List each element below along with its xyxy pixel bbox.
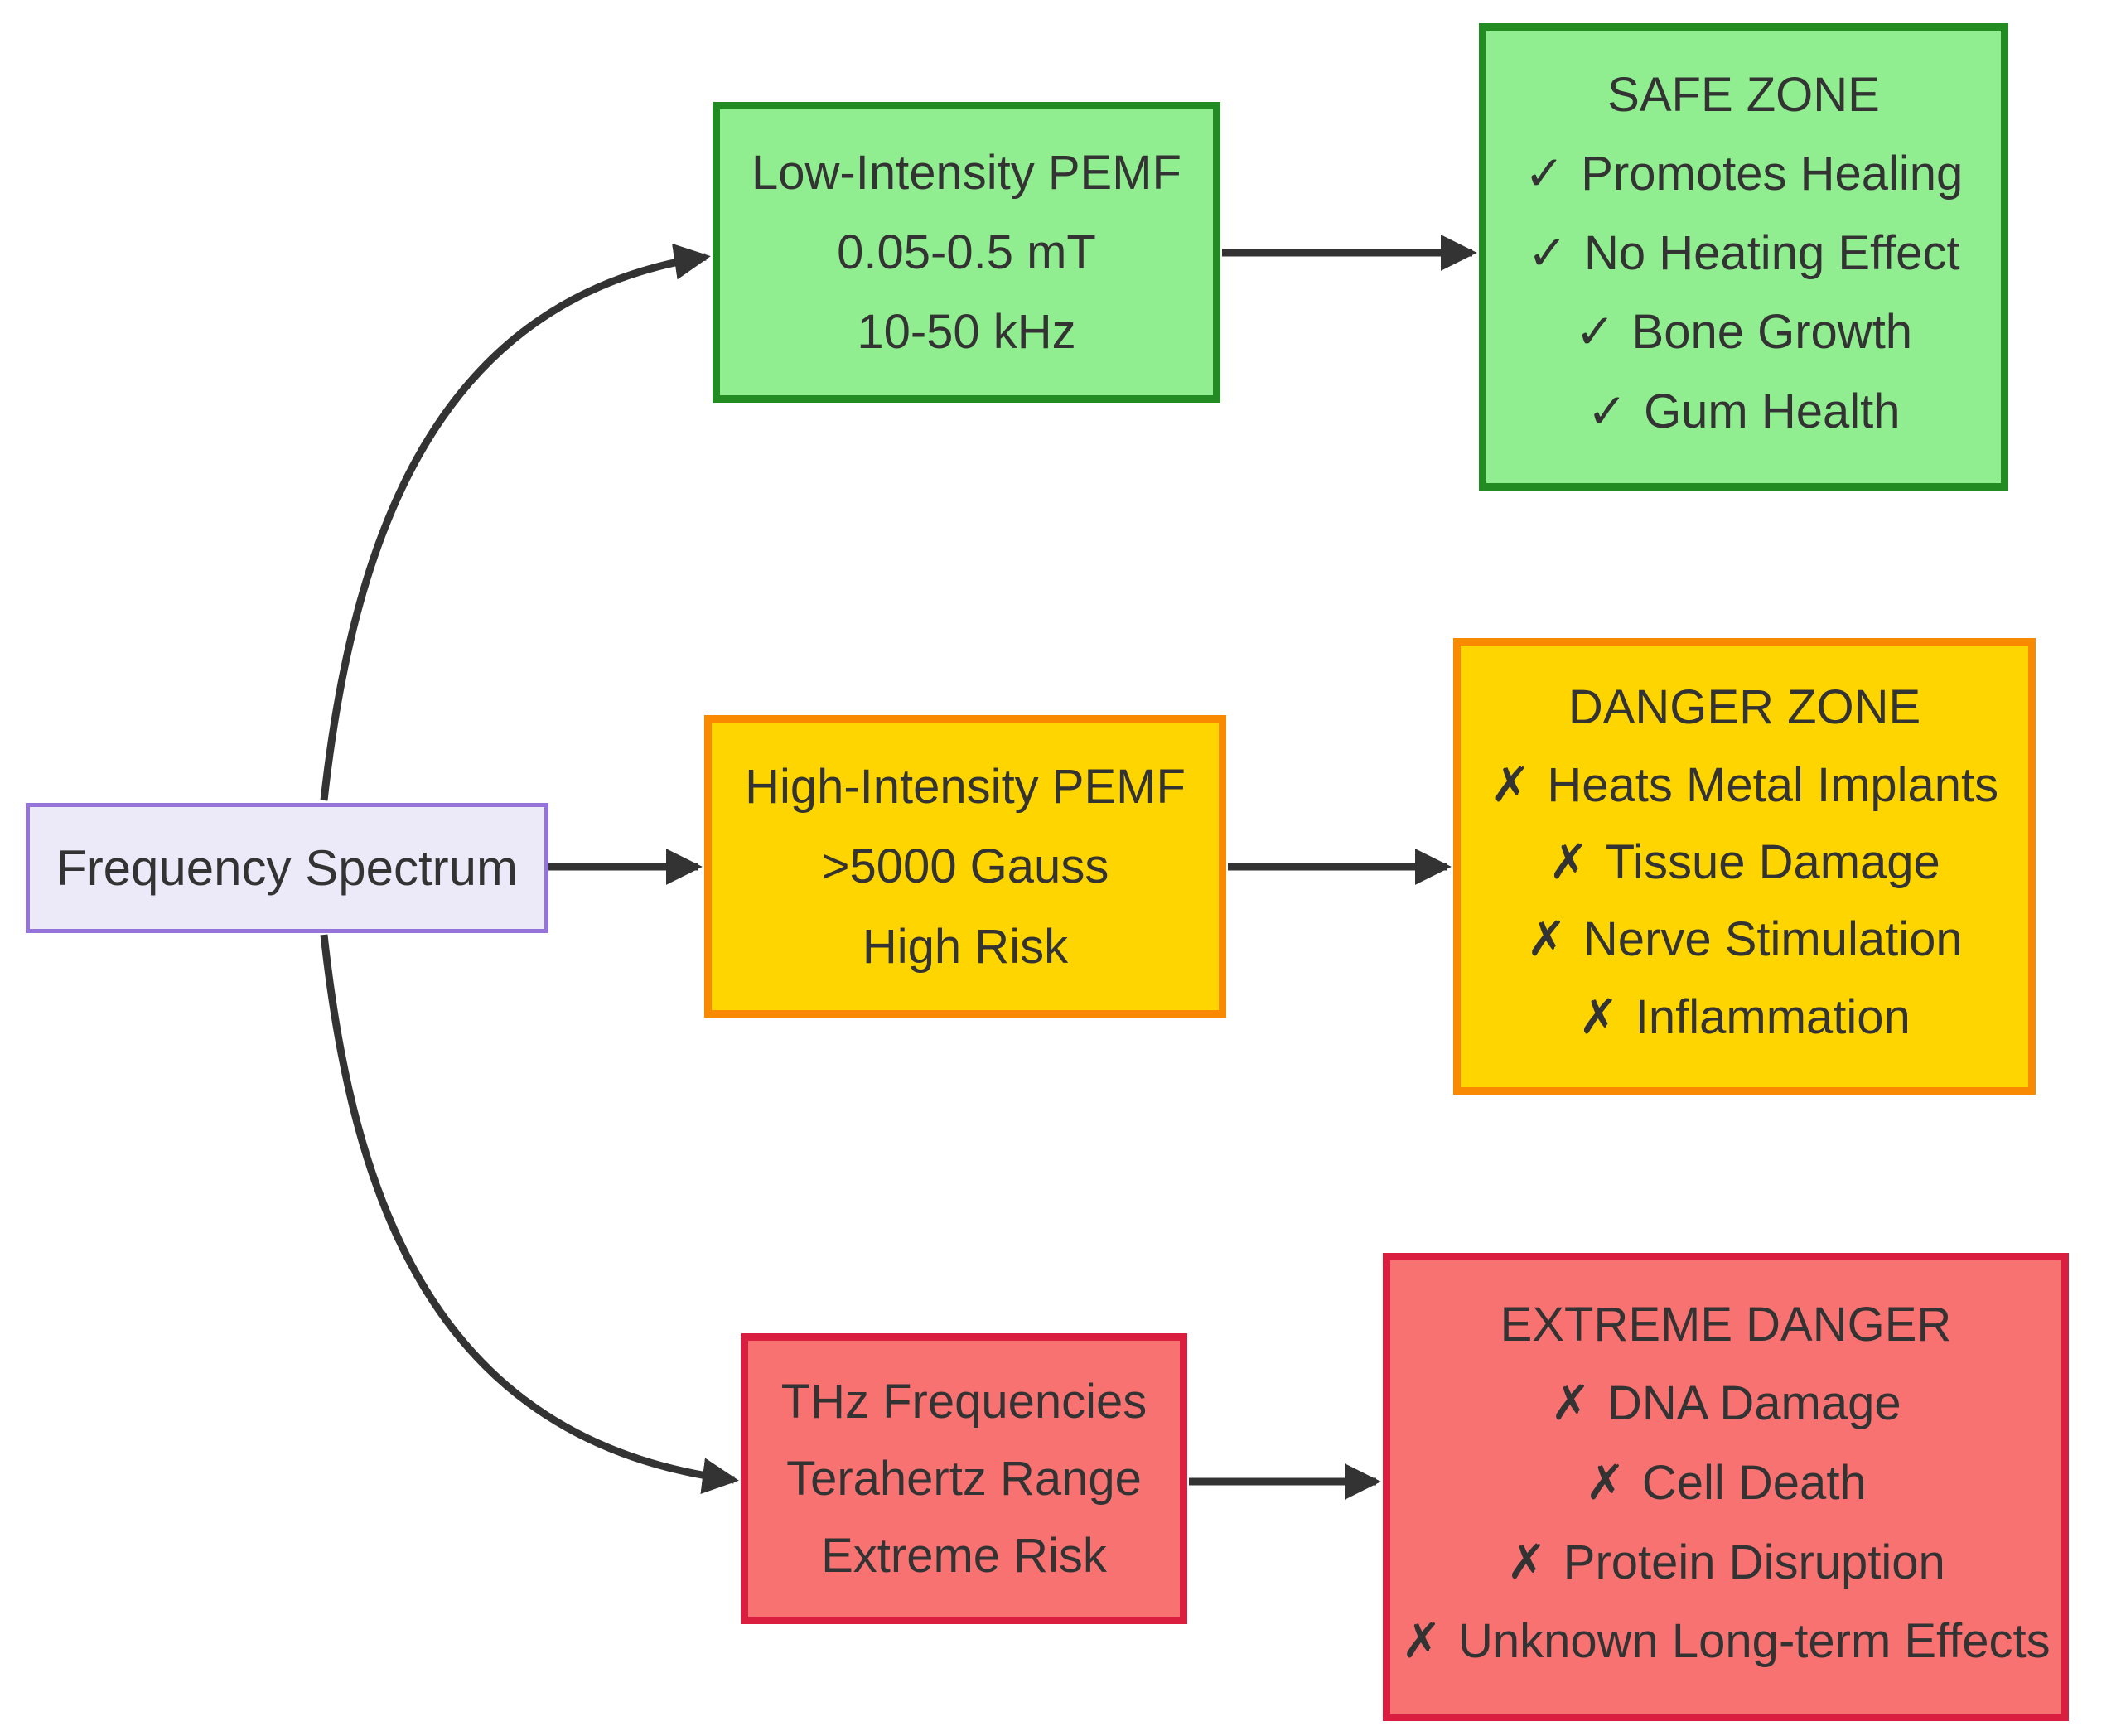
node-line: Extreme Risk [821, 1529, 1107, 1583]
node-high-intensity-pemf: High-Intensity PEMF >5000 Gauss High Ris… [704, 715, 1226, 1018]
root-node-label: Frequency Spectrum [56, 840, 518, 896]
node-line: High Risk [862, 919, 1069, 974]
node-line: >5000 Gauss [821, 839, 1109, 893]
zone-item: ✗ Tissue Damage [1548, 834, 1940, 890]
cross-icon: ✗ [1578, 989, 1619, 1044]
node-line: High-Intensity PEMF [745, 759, 1186, 814]
zone-item-text: Promotes Healing [1581, 147, 1964, 201]
zone-item: ✓ Promotes Healing [1524, 145, 1964, 201]
zone-item: ✓ Gum Health [1587, 383, 1900, 439]
root-node-frequency-spectrum: Frequency Spectrum [26, 803, 548, 933]
zone-item-text: Inflammation [1635, 989, 1911, 1044]
zone-item-text: DNA Damage [1607, 1376, 1901, 1431]
edge-root-to-thz [320, 934, 739, 1495]
zone-item: ✗ DNA Damage [1550, 1375, 1901, 1431]
node-thz-frequencies: THz Frequencies Terahertz Range Extreme … [741, 1333, 1187, 1624]
cross-icon: ✗ [1490, 757, 1531, 812]
zone-title: EXTREME DANGER [1500, 1297, 1952, 1352]
zone-title: DANGER ZONE [1568, 680, 1921, 735]
zone-item: ✗ Unknown Long-term Effects [1401, 1613, 2050, 1669]
zone-item: ✗ Inflammation [1578, 989, 1911, 1045]
node-line: THz Frequencies [780, 1375, 1147, 1429]
node-line: 0.05-0.5 mT [837, 225, 1096, 279]
zone-item: ✓ Bone Growth [1575, 303, 1912, 360]
cross-icon: ✗ [1585, 1455, 1626, 1510]
zone-item: ✗ Protein Disruption [1506, 1534, 1945, 1590]
cross-icon: ✗ [1526, 912, 1567, 967]
zone-item-text: Protein Disruption [1563, 1535, 1945, 1589]
zone-extreme-danger: EXTREME DANGER ✗ DNA Damage ✗ Cell Death… [1383, 1253, 2069, 1721]
zone-danger: DANGER ZONE ✗ Heats Metal Implants ✗ Tis… [1453, 638, 2036, 1095]
node-line: Low-Intensity PEMF [751, 146, 1181, 200]
zone-safe: SAFE ZONE ✓ Promotes Healing ✓ No Heatin… [1479, 23, 2008, 491]
zone-item-text: Heats Metal Implants [1547, 757, 1999, 812]
check-icon: ✓ [1574, 305, 1616, 359]
zone-item: ✗ Heats Metal Implants [1490, 757, 1998, 813]
cross-icon: ✗ [1401, 1614, 1442, 1669]
cross-icon: ✗ [1548, 834, 1589, 889]
cross-icon: ✗ [1550, 1376, 1591, 1431]
zone-item: ✓ No Heating Effect [1527, 225, 1959, 281]
zone-title: SAFE ZONE [1607, 67, 1880, 122]
zone-item: ✗ Nerve Stimulation [1526, 911, 1962, 967]
check-icon: ✓ [1527, 225, 1568, 280]
zone-item-text: No Heating Effect [1584, 225, 1960, 280]
check-icon: ✓ [1587, 384, 1628, 438]
zone-item: ✗ Cell Death [1585, 1454, 1866, 1511]
node-line: Terahertz Range [786, 1452, 1142, 1506]
node-line: 10-50 kHz [857, 305, 1076, 359]
zone-item-text: Gum Health [1644, 384, 1901, 438]
zone-item-text: Nerve Stimulation [1582, 912, 1963, 967]
check-icon: ✓ [1524, 147, 1565, 201]
cross-icon: ✗ [1506, 1535, 1547, 1589]
edge-root-to-low-intensity [320, 243, 711, 801]
zone-item-text: Unknown Long-term Effects [1458, 1614, 2051, 1669]
zone-item-text: Tissue Damage [1605, 834, 1940, 889]
zone-item-text: Cell Death [1641, 1455, 1867, 1510]
zone-item-text: Bone Growth [1631, 305, 1913, 359]
node-low-intensity-pemf: Low-Intensity PEMF 0.05-0.5 mT 10-50 kHz [713, 102, 1220, 403]
